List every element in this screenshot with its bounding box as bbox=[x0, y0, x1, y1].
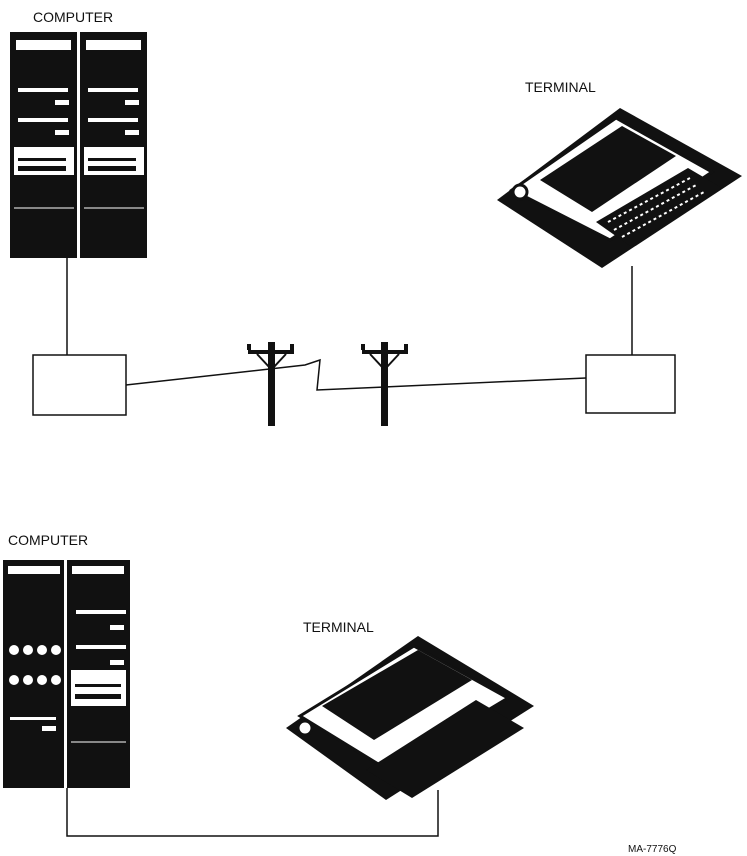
top-terminal-icon bbox=[497, 108, 742, 268]
right-modem-box bbox=[585, 354, 676, 414]
telephone-pole-left-icon bbox=[247, 342, 294, 426]
top-computer-icon bbox=[10, 32, 147, 258]
top-terminal-label: TERMINAL bbox=[525, 79, 596, 95]
top-computer-label: COMPUTER bbox=[33, 9, 113, 25]
bottom-computer-icon bbox=[3, 560, 130, 788]
direct-cable bbox=[66, 788, 439, 837]
figure-reference: MA-7776Q bbox=[628, 844, 677, 855]
telephone-pole-right-icon bbox=[361, 342, 408, 426]
bottom-terminal-icon bbox=[286, 636, 534, 800]
left-modem-box bbox=[32, 354, 127, 416]
telephone-line bbox=[125, 358, 587, 391]
bottom-terminal-label: TERMINAL bbox=[303, 619, 374, 635]
bottom-computer-label: COMPUTER bbox=[8, 532, 88, 548]
